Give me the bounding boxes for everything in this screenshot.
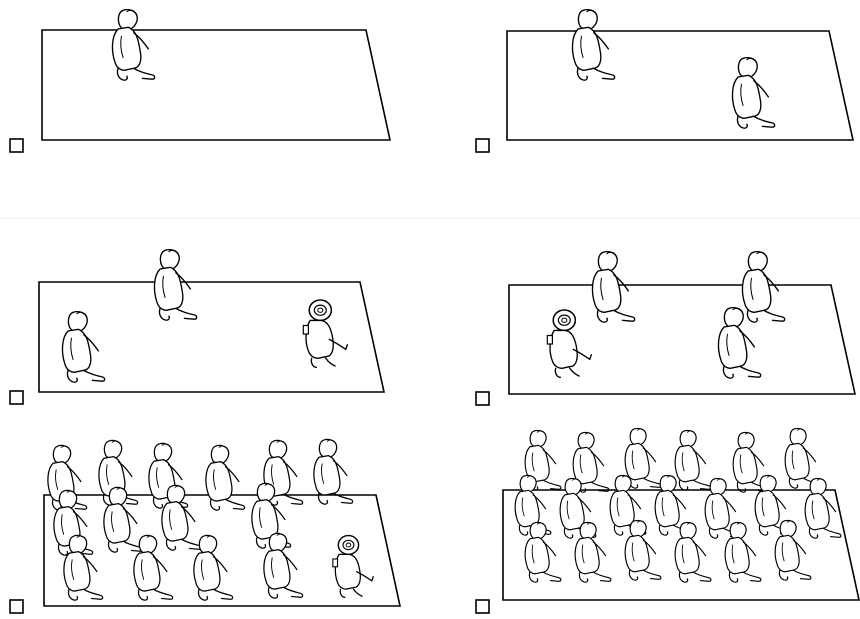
checkbox[interactable] <box>10 600 23 613</box>
panel-5-crowd <box>10 439 400 613</box>
checkbox[interactable] <box>476 600 489 613</box>
checkbox[interactable] <box>476 392 489 405</box>
person-figure <box>675 430 711 490</box>
floor-plane <box>507 31 853 140</box>
panel-1-one-person <box>10 10 390 152</box>
checkbox[interactable] <box>476 139 489 152</box>
panel-2-two-people <box>476 10 853 152</box>
floor-plane <box>42 30 390 140</box>
checkbox[interactable] <box>10 139 23 152</box>
panel-3-three-people <box>10 250 384 404</box>
panel-6-dense-crowd <box>476 428 859 613</box>
panel-4-four-people <box>476 252 855 405</box>
checkbox[interactable] <box>10 391 23 404</box>
